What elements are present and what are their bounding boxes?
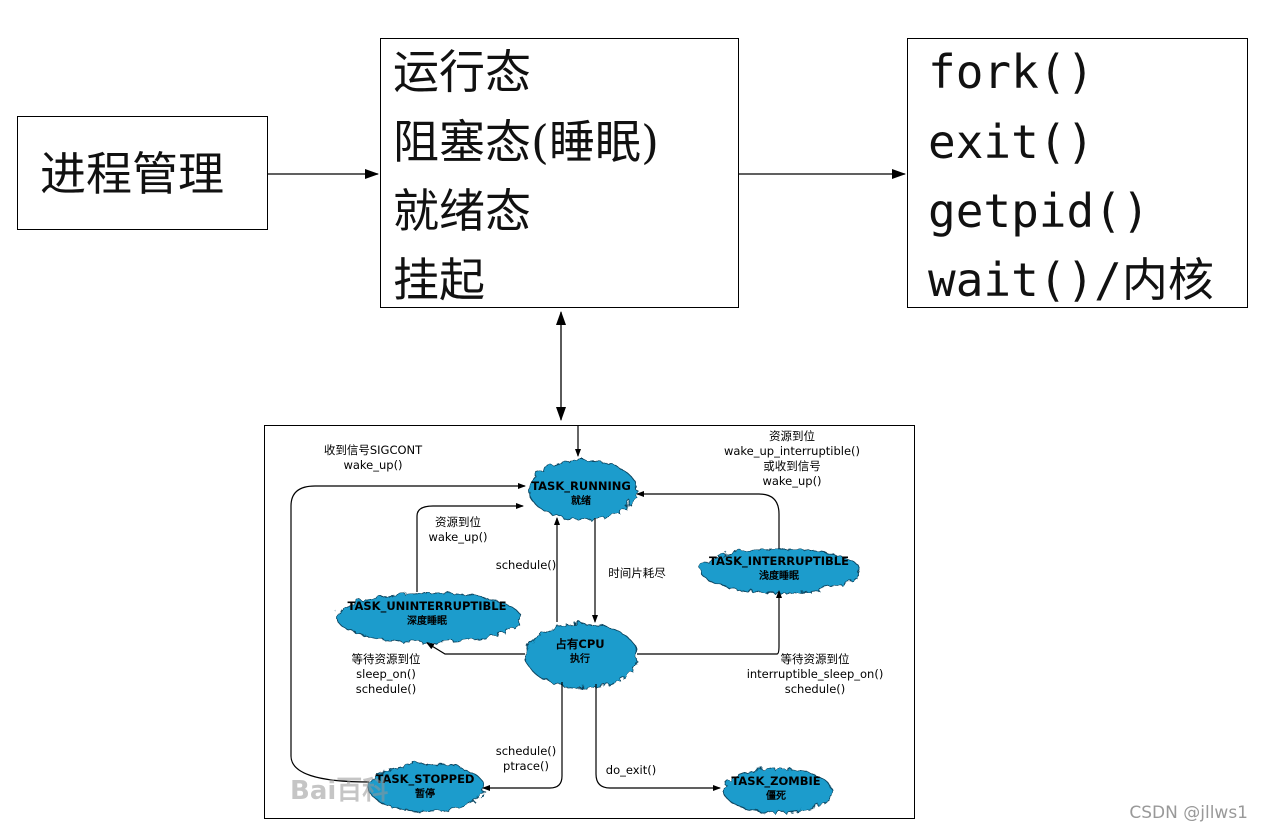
wait-left-line: sleep_on() (356, 667, 416, 681)
res-arrive-right-label: 资源到位 wake_up_interruptible() 或收到信号 wake_… (707, 429, 877, 489)
states-box: 运行态 阻塞态(睡眠) 就绪态 挂起 (380, 38, 739, 308)
uninterruptible-node-cn: 深度睡眠 (407, 616, 447, 627)
res-arrive-left-line: 资源到位 (435, 515, 481, 529)
cpu-node: 占有CPU 执行 (530, 637, 630, 667)
running-node-shape (526, 457, 636, 519)
cpu-node-name: 占有CPU (555, 637, 605, 651)
zombie-node-shape (721, 766, 831, 812)
csdn-credit: CSDN @jllws1 (1129, 803, 1248, 823)
uninterruptible-node-name: TASK_UNINTERRUPTIBLE (347, 599, 507, 613)
zombie-node-cn: 僵死 (766, 791, 786, 802)
wait-right-line: schedule() (784, 682, 846, 696)
schedule-label: schedule() (491, 558, 561, 573)
to-interruptible-arrow (637, 590, 782, 655)
res-arrive-right-line: wake_up_interruptible() (723, 444, 861, 458)
ptrace-label-line: ptrace() (503, 759, 549, 773)
state-transition-diagram: TASK_RUNNING 就绪 占有CPU 执行 TASK_INTERRUPTI… (264, 425, 915, 819)
to-uninterruptible-arrow (426, 642, 525, 655)
ptrace-label-line: schedule() (495, 744, 557, 758)
do-exit-label-line: do_exit() (605, 763, 657, 777)
res-arrive-left-line: wake_up() (428, 530, 488, 544)
res-arrive-right-line: 或收到信号 (763, 459, 821, 473)
node-shapes (334, 457, 860, 812)
uninterruptible-node: TASK_UNINTERRUPTIBLE 深度睡眠 (337, 599, 517, 629)
uninterruptible-to-running-arrow (416, 503, 524, 592)
wait-right-line: interruptible_sleep_on() (746, 667, 884, 681)
zombie-node: TASK_ZOMBIE 僵死 (722, 774, 830, 804)
exit-text: exit() (928, 115, 1095, 169)
do-exit-arrow (595, 684, 721, 791)
wait-left-label: 等待资源到位 sleep_on() schedule() (331, 652, 441, 697)
ptrace-label: schedule() ptrace() (491, 744, 561, 774)
wait-right-label: 等待资源到位 interruptible_sleep_on() schedule… (735, 652, 895, 697)
sigcont-label-line: 收到信号SIGCONT (323, 443, 423, 457)
running-node: TASK_RUNNING 就绪 (521, 479, 641, 509)
interruptible-node: TASK_INTERRUPTIBLE 浅度睡眠 (699, 554, 859, 584)
stopped-to-running-arrow (290, 483, 526, 783)
wait-right-line: 等待资源到位 (780, 652, 850, 666)
uninterruptible-node-shape (334, 590, 520, 642)
to-stopped-arrow (482, 682, 563, 791)
cpu-node-cn: 执行 (570, 654, 590, 665)
state-suspended-text: 挂起 (393, 253, 485, 307)
functions-box: fork() exit() getpid() wait()/内核 (907, 38, 1248, 308)
getpid-text: getpid() (928, 184, 1150, 238)
res-arrive-right-line: wake_up() (762, 474, 822, 488)
transition-lines (290, 426, 860, 812)
sigcont-label-line: wake_up() (343, 458, 403, 472)
res-arrive-right-line: 资源到位 (769, 429, 815, 443)
stopped-node: TASK_STOPPED 暂停 (365, 772, 485, 802)
state-ready-text: 就绪态 (393, 184, 531, 238)
wait-left-line: schedule() (355, 682, 417, 696)
wait-left-line: 等待资源到位 (351, 652, 421, 666)
interruptible-node-name: TASK_INTERRUPTIBLE (709, 554, 849, 568)
fork-text: fork() (928, 45, 1095, 99)
baidu-watermark: Bai百科 (290, 776, 389, 806)
schedule-label-line: schedule() (495, 558, 557, 572)
interruptible-node-cn: 浅度睡眠 (759, 571, 799, 582)
process-management-label: 进程管理 (40, 147, 224, 201)
do-exit-label: do_exit() (601, 763, 661, 778)
stopped-node-cn: 暂停 (415, 789, 435, 800)
sigcont-label: 收到信号SIGCONT wake_up() (313, 443, 433, 473)
timeslice-label-line: 时间片耗尽 (608, 566, 666, 580)
stopped-node-name: TASK_STOPPED (375, 772, 475, 786)
interruptible-to-running-arrow (636, 491, 780, 548)
timeslice-label: 时间片耗尽 (601, 566, 673, 581)
running-node-name: TASK_RUNNING (531, 479, 631, 493)
running-node-cn: 就绪 (571, 496, 591, 507)
state-blocked-text: 阻塞态(睡眠) (393, 115, 659, 169)
process-management-box: 进程管理 (17, 116, 268, 230)
state-running-text: 运行态 (393, 45, 531, 99)
res-arrive-left-label: 资源到位 wake_up() (413, 515, 503, 545)
zombie-node-name: TASK_ZOMBIE (731, 774, 821, 788)
wait-text: wait()/内核 (928, 253, 1214, 307)
